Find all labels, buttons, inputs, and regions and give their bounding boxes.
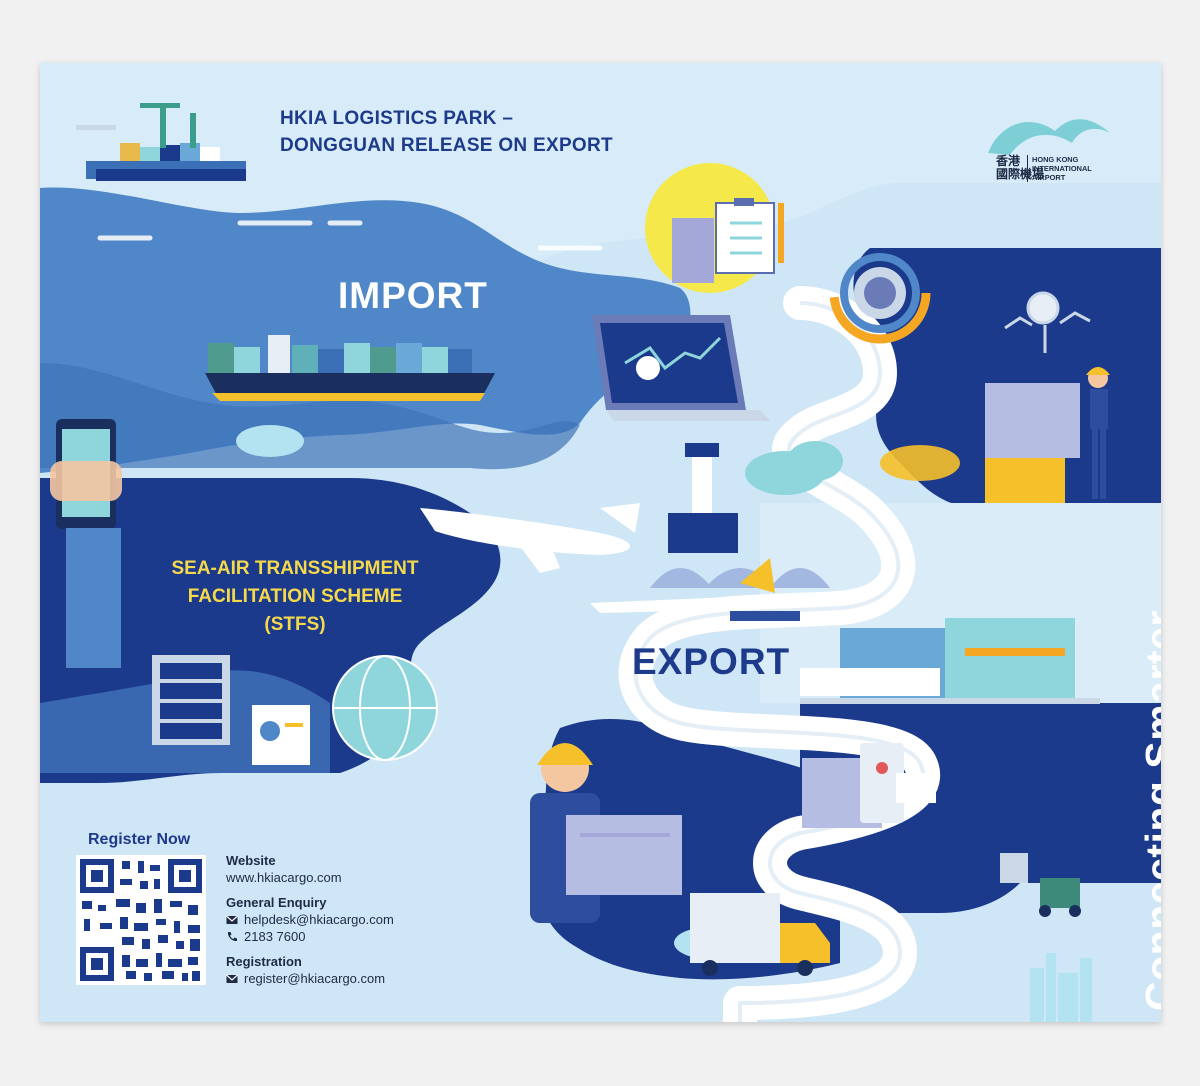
website-label: Website <box>226 853 276 868</box>
logo-en-line-3: AIRPORT <box>1032 173 1066 182</box>
register-now-heading: Register Now <box>88 831 191 848</box>
logo-english-text: HONG KONG INTERNATIONAL AIRPORT <box>1027 155 1092 182</box>
enquiry-phone-row[interactable]: 2183 7600 <box>226 928 394 945</box>
qr-code-icon <box>76 855 206 985</box>
forklift-illustration <box>1000 853 1081 917</box>
city-skyline <box>1030 953 1092 1022</box>
enquiry-email[interactable]: helpdesk@hkiacargo.com <box>244 912 394 927</box>
delivery-phone-illustration <box>802 743 936 828</box>
website-link[interactable]: www.hkiacargo.com <box>226 870 342 885</box>
title-line-1: HKIA LOGISTICS PARK – <box>280 108 514 129</box>
contact-block: Website www.hkiacargo.com General Enquir… <box>226 852 394 987</box>
tagline: Connecting Smarter <box>1137 610 1161 1011</box>
airplane-illustration <box>420 503 640 573</box>
enquiry-phone[interactable]: 2183 7600 <box>244 929 306 944</box>
terminal-illustration <box>590 558 830 621</box>
globe-illustration <box>332 655 438 761</box>
truck-illustration <box>690 893 830 976</box>
control-tower-illustration <box>668 443 738 553</box>
poster-title: HKIA LOGISTICS PARK – DONGGUAN RELEASE O… <box>280 105 700 159</box>
airport-logo: 香港 國際機場 HONG KONG INTERNATIONAL AIRPORT <box>980 105 1130 185</box>
phone-icon <box>227 931 237 941</box>
export-label: EXPORT <box>632 641 791 682</box>
logo-zh-line-1: 香港 <box>996 154 1021 168</box>
server-rack-illustration <box>152 655 230 745</box>
engine-ring-illustration <box>829 242 931 344</box>
title-line-2: DONGGUAN RELEASE ON EXPORT <box>280 135 613 156</box>
general-enquiry-label: General Enquiry <box>226 895 327 910</box>
airport-logo-icon <box>988 119 1110 155</box>
small-ship-illustration <box>76 103 246 181</box>
illustration-scene <box>40 63 1161 1022</box>
envelope-icon <box>226 974 238 983</box>
import-label: IMPORT <box>338 275 488 316</box>
stfs-line-1: SEA-AIR TRANSSHIPMENT <box>171 558 419 579</box>
poster: HKIA LOGISTICS PARK – DONGGUAN RELEASE O… <box>40 63 1161 1022</box>
stfs-label: SEA-AIR TRANSSHIPMENT FACILITATION SCHEM… <box>140 555 450 639</box>
registration-email[interactable]: register@hkiacargo.com <box>244 971 386 986</box>
stfs-line-3: (STFS) <box>264 614 326 635</box>
right-upper-navy <box>853 248 1161 508</box>
import-blob <box>40 187 691 473</box>
stfs-line-2: FACILITATION SCHEME <box>187 586 403 607</box>
import-blob-dark <box>40 363 580 470</box>
enquiry-email-row[interactable]: helpdesk@hkiacargo.com <box>226 911 394 928</box>
container-ship-illustration <box>205 335 495 401</box>
logo-chinese-text: 香港 國際機場 <box>996 155 1044 181</box>
smartphone-illustration <box>50 419 122 668</box>
report-document-illustration <box>252 705 310 765</box>
magnifier-illustration <box>1004 291 1091 353</box>
logo-en-line-1: HONG KONG <box>1032 155 1079 164</box>
logo-en-line-2: INTERNATIONAL <box>1032 164 1092 173</box>
laptop-illustration <box>592 315 770 421</box>
logo-zh-line-2: 國際機場 <box>996 167 1045 181</box>
registration-label: Registration <box>226 954 302 969</box>
warehouse-worker-illustration <box>985 367 1110 503</box>
envelope-icon <box>226 915 238 924</box>
registration-email-row[interactable]: register@hkiacargo.com <box>226 970 394 987</box>
cargo-warehouse-illustration <box>800 618 1100 704</box>
worker-with-box-illustration <box>530 743 682 923</box>
